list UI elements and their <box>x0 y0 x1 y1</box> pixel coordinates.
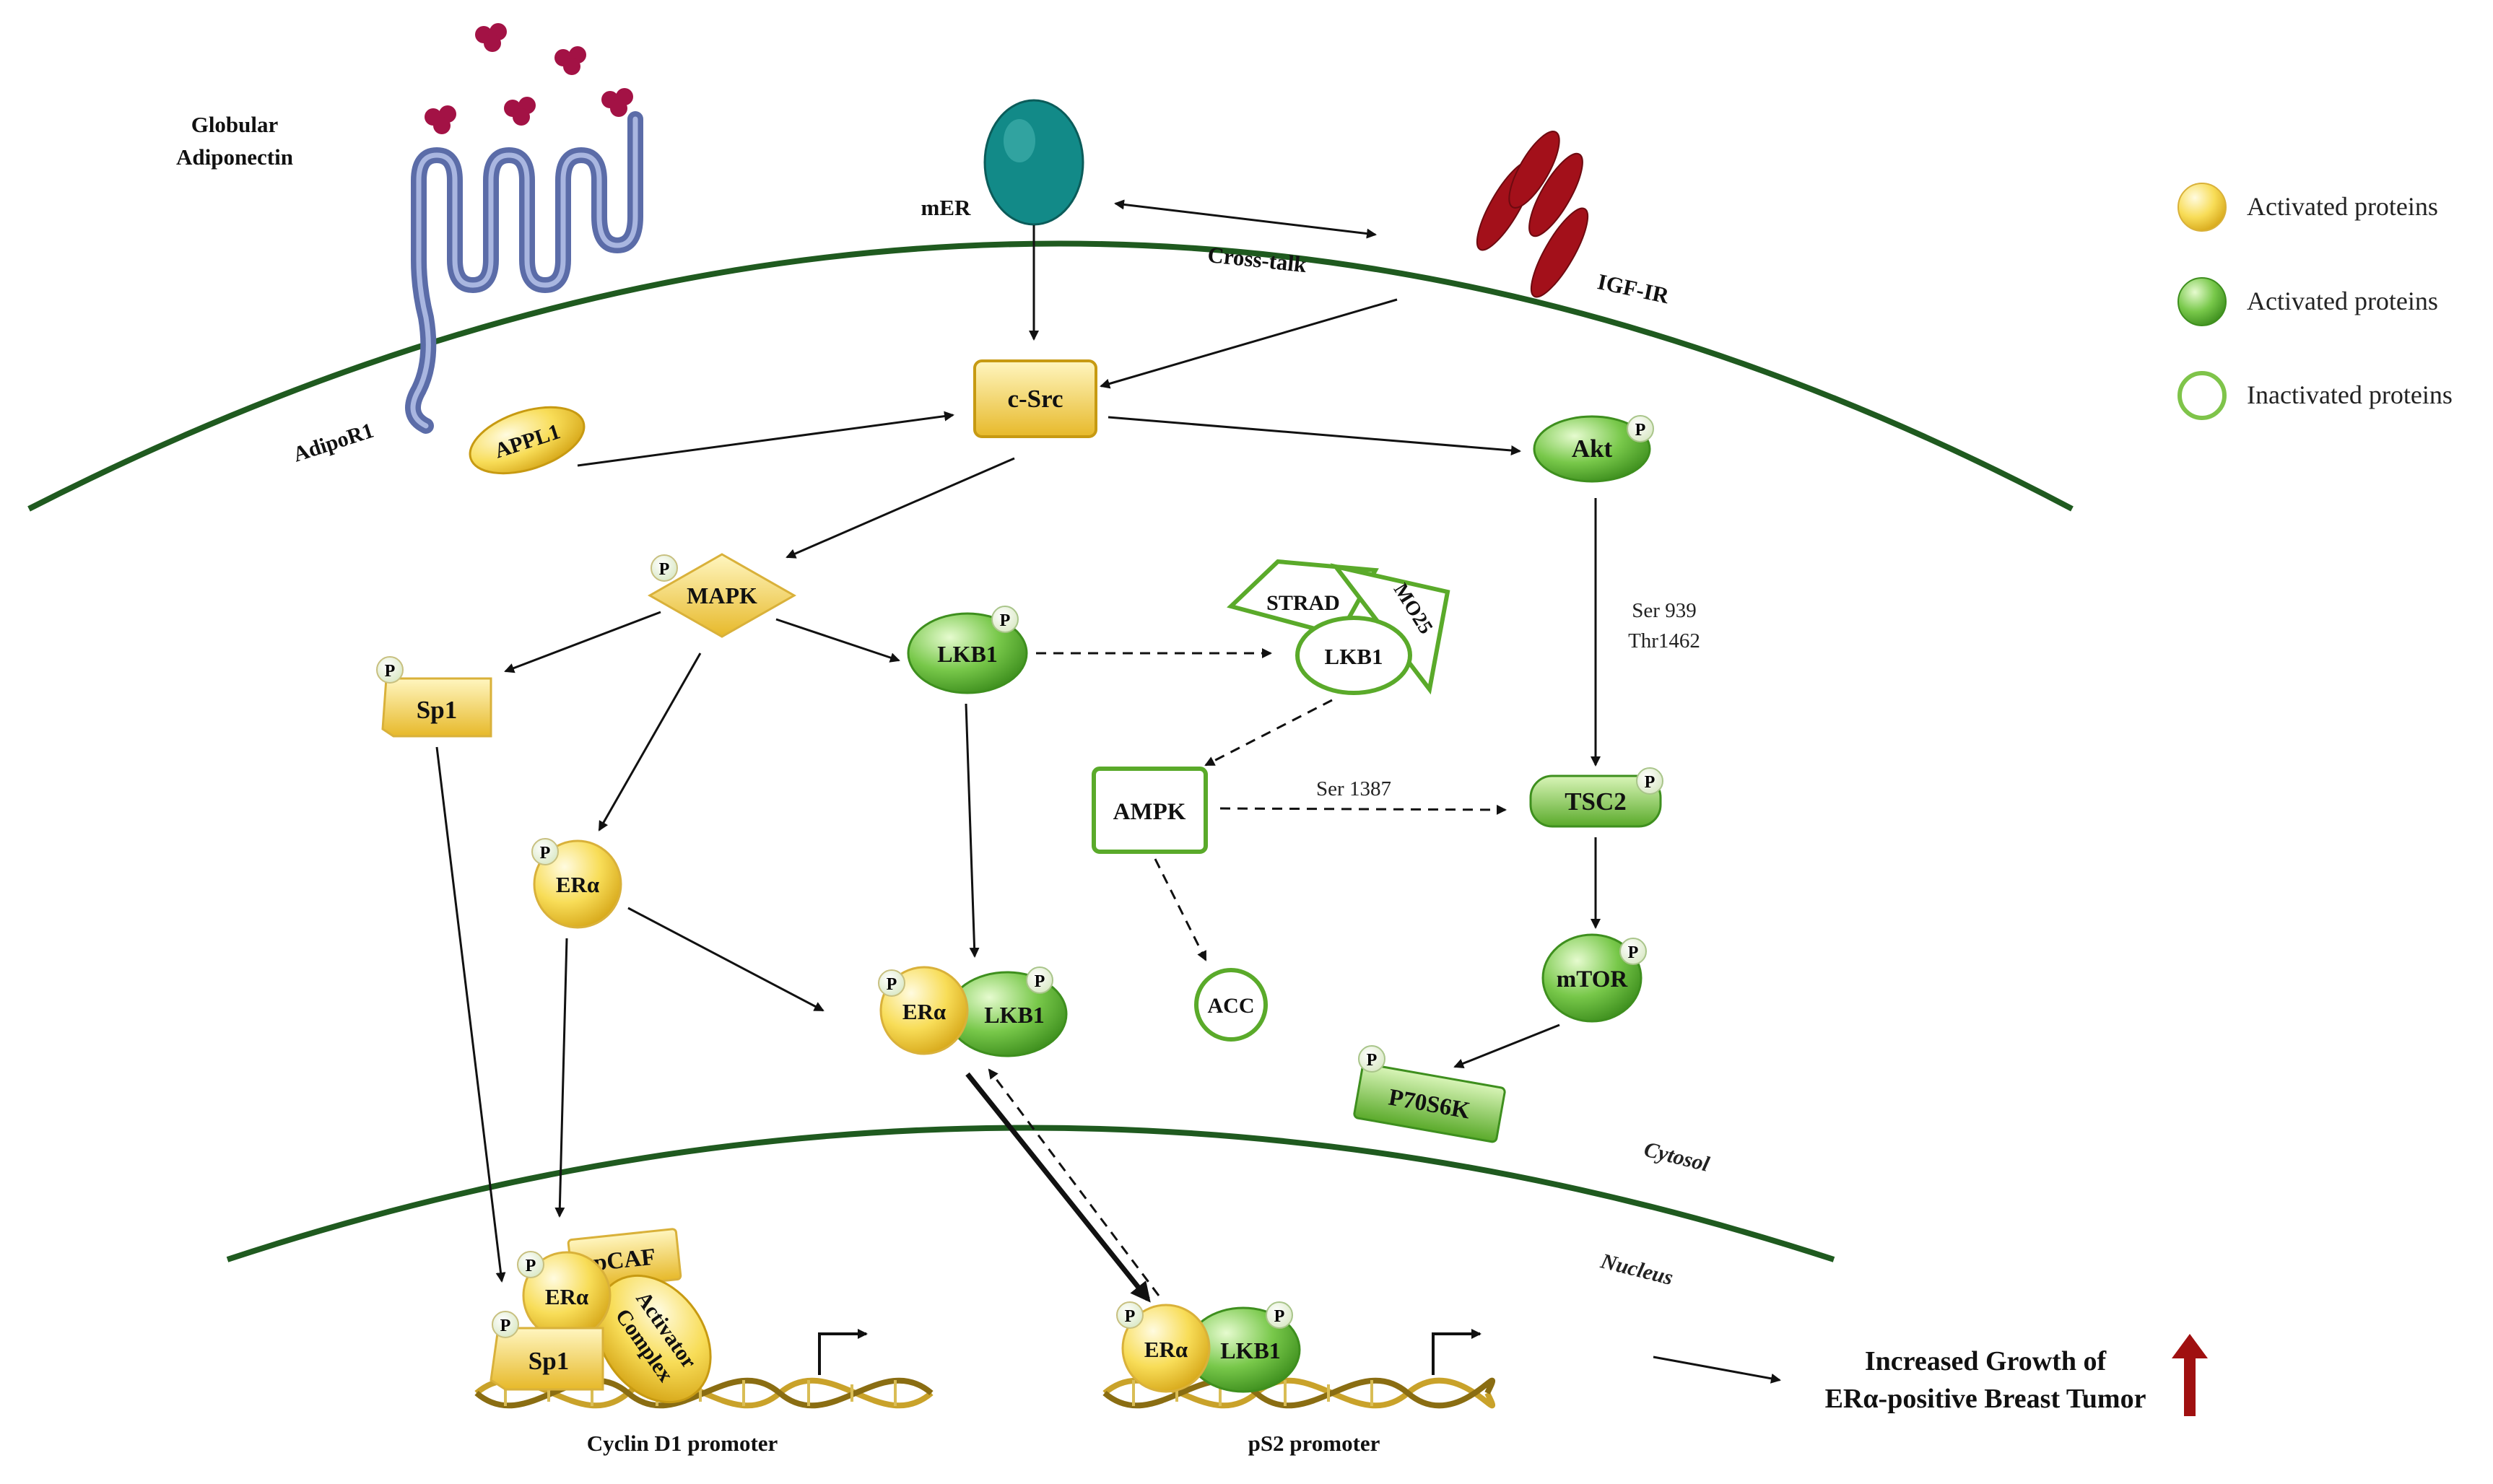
promoter-arrow-icon-cyclin <box>818 1329 868 1375</box>
cell-membrane <box>27 240 2074 512</box>
svg-text:P: P <box>1035 972 1045 991</box>
svg-text:P: P <box>1000 611 1011 630</box>
svg-text:P: P <box>1367 1051 1378 1070</box>
svg-text:P: P <box>526 1257 536 1275</box>
growth-arrow <box>1653 1356 1781 1384</box>
cytosol-label: Cytosol <box>1642 1138 1713 1177</box>
complex-lkb1-label: LKB1 <box>984 1002 1045 1028</box>
adipor1-label: AdipoR1 <box>290 419 377 467</box>
svg-text:Activated proteins: Activated proteins <box>2247 287 2438 315</box>
acc-label: ACC <box>1208 994 1255 1018</box>
nuclear-er-alpha-ps2 <box>1121 1304 1211 1393</box>
result-line-2: ERα-positive Breast Tumor <box>1825 1384 2146 1414</box>
strad-label: STRAD <box>1266 591 1340 615</box>
mtor-label: mTOR <box>1557 966 1629 992</box>
mapk-label: MAPK <box>687 582 757 608</box>
c-src-protein <box>973 359 1097 438</box>
acc-protein <box>1194 968 1268 1042</box>
mapk-protein <box>647 553 797 638</box>
lkb1-protein <box>907 612 1028 694</box>
strad-protein <box>1227 559 1379 638</box>
svg-text:P: P <box>385 662 396 681</box>
er-alpha-label: ERα <box>556 872 599 897</box>
ampk-label: AMPK <box>1113 799 1186 825</box>
cross-talk-label: Cross-talk <box>1206 242 1308 277</box>
nuclear-membrane <box>226 1125 1835 1262</box>
p70s6k-protein: P70S6K <box>1353 1062 1506 1143</box>
nuclear-er-alpha-ps2-label: ERα <box>1144 1337 1188 1362</box>
svg-text:P: P <box>887 975 897 994</box>
nuclear-lkb1-ps2-label: LKB1 <box>1220 1337 1281 1363</box>
akt-label: Akt <box>1572 435 1613 463</box>
svg-text:Inactivated proteins: Inactivated proteins <box>2247 380 2453 409</box>
svg-text:P: P <box>1628 943 1639 962</box>
pathway-dashed-arrows <box>988 648 1507 1296</box>
svg-text:P: P <box>500 1317 511 1335</box>
nuclear-sp1-protein <box>490 1327 604 1391</box>
tsc2-label: TSC2 <box>1565 787 1627 816</box>
svg-text:P: P <box>540 844 551 863</box>
c-src-label: c-Src <box>1007 385 1063 413</box>
ampk-protein <box>1092 767 1208 854</box>
ser1387-label: Ser 1387 <box>1316 777 1391 800</box>
lkb1-complex-protein <box>1295 616 1412 695</box>
result-line-1: Increased Growth of <box>1865 1346 2107 1376</box>
legend: Activated proteins Activated proteins In… <box>2177 183 2453 420</box>
svg-text:P: P <box>1635 421 1646 440</box>
mer-label: mER <box>921 195 972 220</box>
tsc2-protein <box>1529 774 1662 828</box>
phospho-tags: P P P P P P P P P P P P P P <box>376 415 1663 1338</box>
igf-ir-label: IGF-IR <box>1596 269 1672 308</box>
up-arrow-icon <box>2172 1334 2208 1416</box>
svg-text:P: P <box>1125 1307 1136 1326</box>
lkb1-complex-label: LKB1 <box>1325 644 1383 669</box>
activator-complex-protein: Activator Complex <box>595 1274 712 1404</box>
globular-label-2: Adiponectin <box>176 144 293 170</box>
svg-text:P: P <box>1645 773 1656 792</box>
legend-item-green: Activated proteins <box>2177 277 2438 326</box>
translocation-arrow <box>965 1072 1151 1303</box>
globular-label-1: Globular <box>191 112 279 137</box>
legend-item-outline: Inactivated proteins <box>2177 371 2453 420</box>
legend-item-yellow: Activated proteins <box>2177 183 2438 232</box>
thr1462-label: Thr1462 <box>1628 629 1700 652</box>
promoter-arrow-icon-ps2 <box>1432 1329 1482 1375</box>
svg-text:P: P <box>1274 1307 1285 1326</box>
mtor-protein <box>1541 933 1643 1023</box>
appl1-protein: APPL1 <box>469 406 586 475</box>
dna-helix-icon-ps2 <box>1102 1377 1496 1409</box>
cyclin-d1-promoter-label: Cyclin D1 promoter <box>587 1431 778 1456</box>
nuclear-er-alpha-cyclin-label: ERα <box>545 1284 588 1309</box>
ser939-label: Ser 939 <box>1632 599 1696 622</box>
sp1-label: Sp1 <box>417 696 457 724</box>
complex-er-label: ERα <box>902 999 946 1024</box>
er-alpha-protein <box>533 839 622 929</box>
akt-protein <box>1533 415 1651 483</box>
adiponectin-ligand-icon <box>425 23 633 134</box>
nucleus-label: Nucleus <box>1598 1249 1676 1290</box>
pathway-arrows <box>435 225 1601 1283</box>
ps2-promoter-label: pS2 promoter <box>1248 1431 1380 1456</box>
igf-ir-receptor-icon <box>1476 131 1589 298</box>
svg-text:P: P <box>659 560 670 579</box>
lkb1-label: LKB1 <box>937 641 998 667</box>
nuclear-sp1-label: Sp1 <box>528 1347 569 1375</box>
svg-text:Activated proteins: Activated proteins <box>2247 192 2438 221</box>
sp1-protein <box>381 677 492 738</box>
mer-receptor-icon <box>983 99 1084 226</box>
cross-talk-arrow <box>1114 199 1377 239</box>
